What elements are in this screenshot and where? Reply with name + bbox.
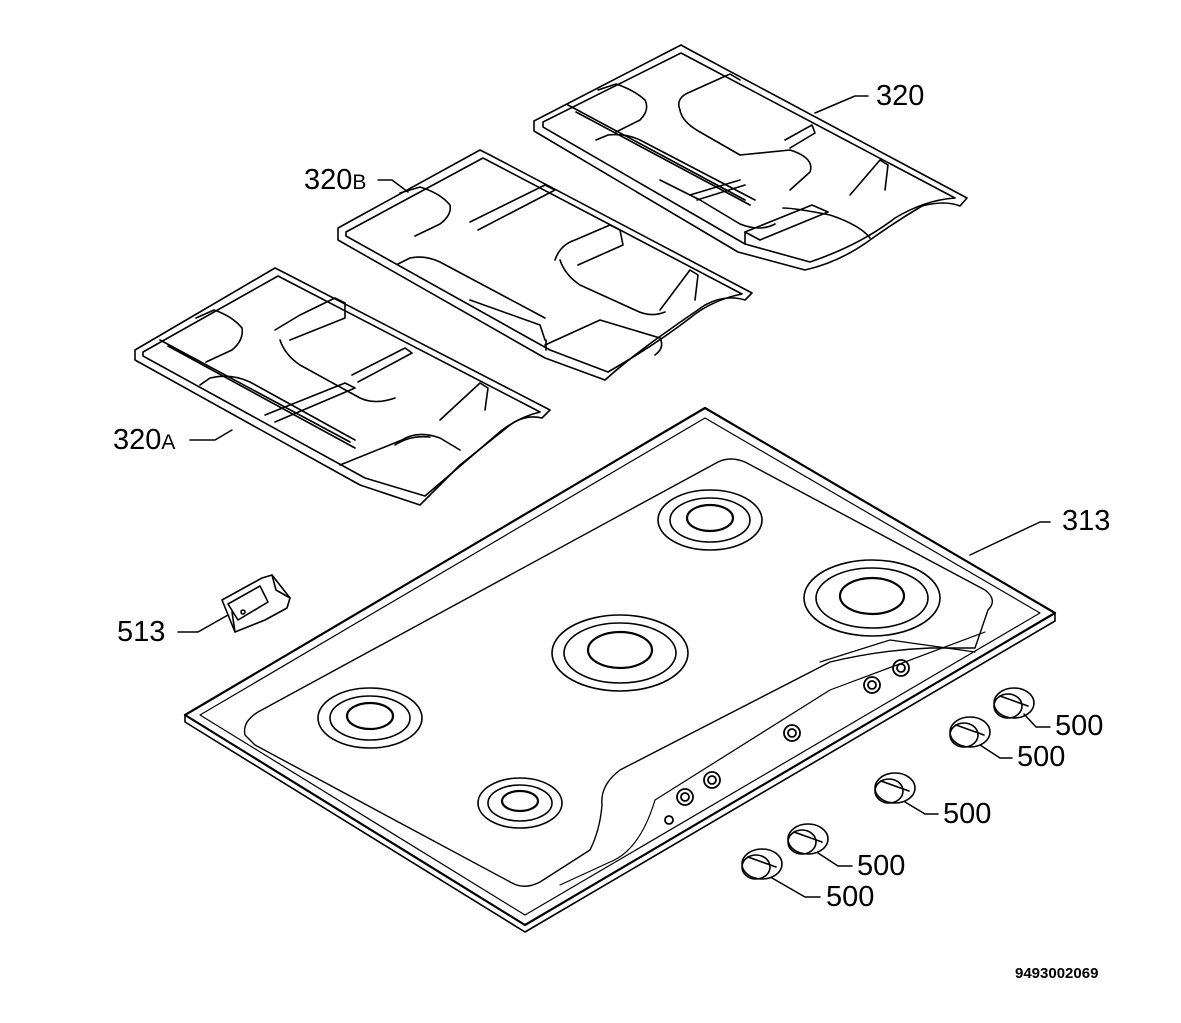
knob-b	[949, 716, 991, 748]
knob-d	[787, 823, 829, 855]
burner-left	[317, 687, 423, 749]
knob-a	[993, 687, 1035, 719]
control-knobs	[741, 687, 1035, 880]
label-513: 513	[117, 616, 166, 648]
label-320b-suffix: B	[352, 171, 367, 194]
label-500-knob-3: 500	[943, 798, 992, 830]
knob-c	[874, 772, 916, 804]
label-320-number: 320	[876, 80, 925, 112]
burner-front	[477, 777, 563, 829]
pan-support-320a	[134, 267, 551, 506]
label-320: 320	[876, 82, 924, 111]
label-500-knob-2: 500	[1017, 741, 1066, 773]
label-320a-number: 320	[113, 424, 162, 456]
label-500-knob-1: 500	[1055, 710, 1104, 742]
control-holes	[664, 659, 910, 825]
leader-lines	[177, 95, 1051, 898]
pan-support-320b	[337, 149, 753, 381]
label-320a-suffix: A	[161, 431, 176, 454]
label-320b-number: 320	[304, 164, 353, 196]
label-500-knob-4: 500	[857, 850, 906, 882]
label-313: 313	[1062, 505, 1111, 537]
label-500-knob-5: 500	[826, 881, 875, 913]
hob-top-313	[183, 406, 1057, 933]
label-320b: 320B	[304, 166, 366, 195]
bracket-513	[221, 574, 291, 633]
label-320a: 320A	[113, 426, 175, 455]
document-number: 9493002069	[1015, 965, 1099, 982]
pan-support-320	[533, 44, 968, 271]
burner-right	[803, 559, 941, 637]
burner-center	[551, 614, 689, 692]
knob-e	[741, 848, 783, 880]
burner-rear	[657, 489, 763, 551]
